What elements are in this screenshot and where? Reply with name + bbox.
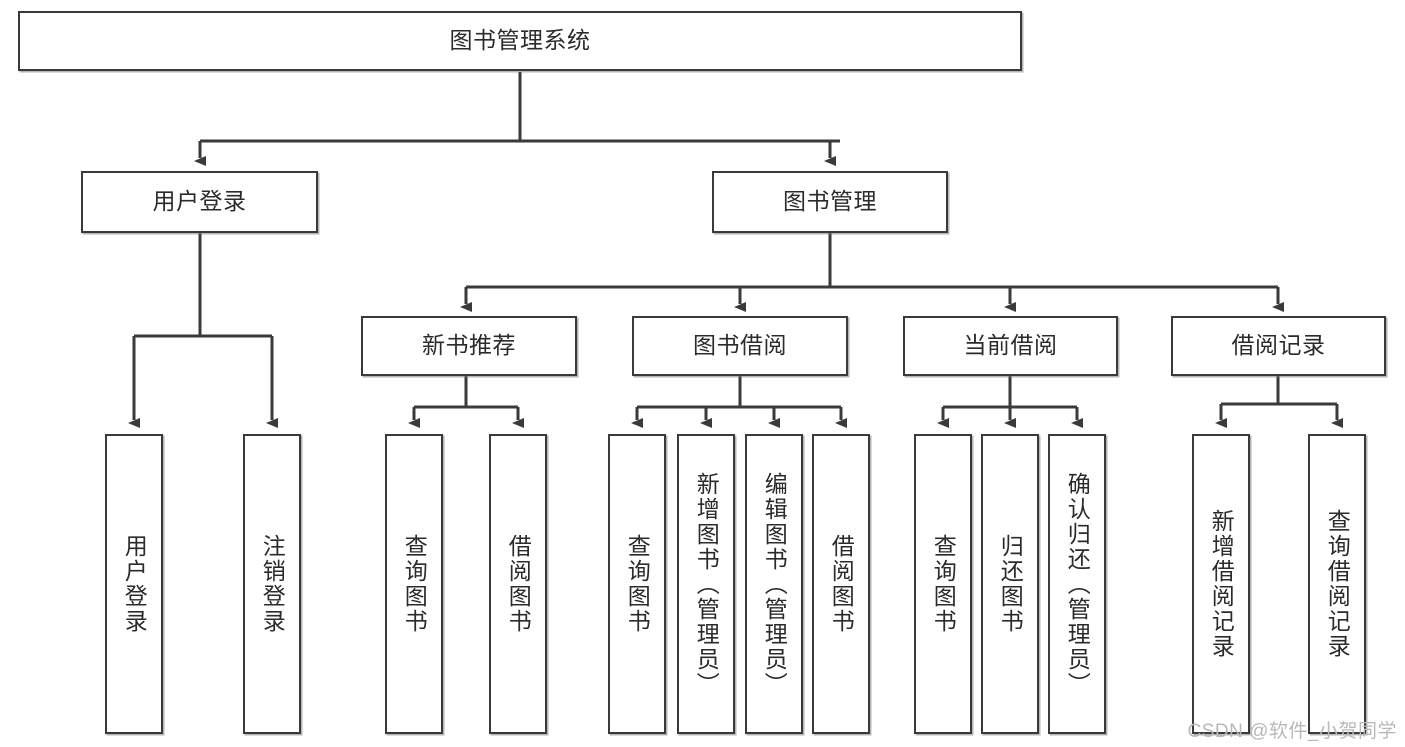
node-leaf-confirm-return-label: 确认归还（管理员） bbox=[1064, 471, 1091, 697]
node-leaf-query-book-3[interactable]: 查询图书 bbox=[914, 434, 972, 734]
node-leaf-add-record[interactable]: 新增借阅记录 bbox=[1192, 434, 1250, 734]
node-book-management-label: 图书管理 bbox=[783, 188, 877, 215]
node-leaf-user-login[interactable]: 用户登录 bbox=[105, 434, 163, 734]
node-leaf-add-record-label: 新增借阅记录 bbox=[1208, 509, 1235, 659]
node-leaf-query-book-1-label: 查询图书 bbox=[401, 534, 428, 634]
node-leaf-confirm-return[interactable]: 确认归还（管理员） bbox=[1048, 434, 1106, 734]
node-leaf-borrow-book-2[interactable]: 借阅图书 bbox=[812, 434, 870, 734]
node-leaf-borrow-book-1[interactable]: 借阅图书 bbox=[489, 434, 547, 734]
node-book-borrow[interactable]: 图书借阅 bbox=[632, 316, 848, 376]
node-leaf-query-record-label: 查询借阅记录 bbox=[1324, 509, 1351, 659]
node-new-book-recommend-label: 新书推荐 bbox=[422, 332, 516, 359]
node-root-label: 图书管理系统 bbox=[449, 27, 591, 54]
node-new-book-recommend[interactable]: 新书推荐 bbox=[361, 316, 577, 376]
node-borrow-record-label: 借阅记录 bbox=[1231, 332, 1326, 359]
node-leaf-logout-login[interactable]: 注销登录 bbox=[243, 434, 301, 734]
node-leaf-user-login-label: 用户登录 bbox=[121, 534, 148, 634]
node-book-borrow-label: 图书借阅 bbox=[693, 332, 787, 359]
node-leaf-add-book-label: 新增图书（管理员） bbox=[693, 471, 720, 697]
node-leaf-query-book-1[interactable]: 查询图书 bbox=[385, 434, 443, 734]
node-leaf-query-book-3-label: 查询图书 bbox=[930, 534, 957, 634]
node-leaf-query-book-2-label: 查询图书 bbox=[624, 534, 651, 634]
node-leaf-return-book[interactable]: 归还图书 bbox=[981, 434, 1039, 734]
node-leaf-logout-login-label: 注销登录 bbox=[259, 534, 286, 634]
node-leaf-borrow-book-2-label: 借阅图书 bbox=[828, 534, 855, 634]
node-current-borrow-label: 当前借阅 bbox=[963, 332, 1058, 359]
node-leaf-query-book-2[interactable]: 查询图书 bbox=[608, 434, 666, 734]
node-user-login-label: 用户登录 bbox=[152, 188, 247, 215]
node-borrow-record[interactable]: 借阅记录 bbox=[1171, 316, 1386, 376]
node-leaf-add-book[interactable]: 新增图书（管理员） bbox=[677, 434, 735, 734]
node-leaf-return-book-label: 归还图书 bbox=[997, 534, 1024, 634]
node-book-management[interactable]: 图书管理 bbox=[712, 171, 948, 233]
node-leaf-query-record[interactable]: 查询借阅记录 bbox=[1308, 434, 1366, 734]
node-leaf-edit-book-label: 编辑图书（管理员） bbox=[761, 471, 788, 697]
node-user-login[interactable]: 用户登录 bbox=[81, 171, 318, 233]
watermark: CSDN @软件_小贺同学 bbox=[1187, 721, 1397, 742]
node-leaf-edit-book[interactable]: 编辑图书（管理员） bbox=[745, 434, 803, 734]
node-leaf-borrow-book-1-label: 借阅图书 bbox=[505, 534, 532, 634]
node-root[interactable]: 图书管理系统 bbox=[18, 11, 1022, 71]
node-current-borrow[interactable]: 当前借阅 bbox=[903, 316, 1118, 376]
